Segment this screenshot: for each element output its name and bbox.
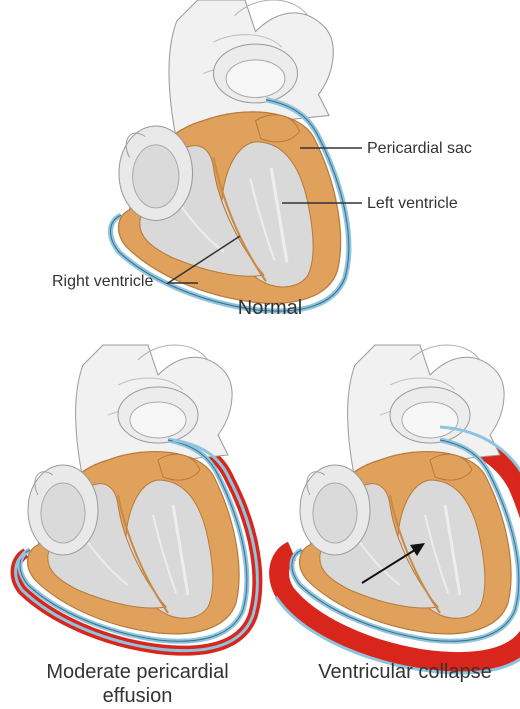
right-ventricle-leader bbox=[165, 235, 241, 284]
pericardial-sac-label: Pericardial sac bbox=[367, 140, 472, 157]
collapse-arrow bbox=[361, 547, 419, 584]
left-ventricle-label: Left ventricle bbox=[367, 195, 458, 212]
caption-collapse: Ventricular collapse bbox=[318, 661, 492, 683]
caption-moderate-line1: Moderate pericardial bbox=[46, 661, 229, 683]
heart-normal bbox=[111, 0, 349, 311]
heart-ventricular-collapse bbox=[269, 345, 520, 675]
caption-normal: Normal bbox=[237, 297, 303, 319]
heart-moderate-effusion bbox=[10, 345, 263, 656]
right-ventricle-label: Right ventricle bbox=[52, 273, 154, 290]
caption-moderate-line2: effusion bbox=[102, 685, 173, 707]
